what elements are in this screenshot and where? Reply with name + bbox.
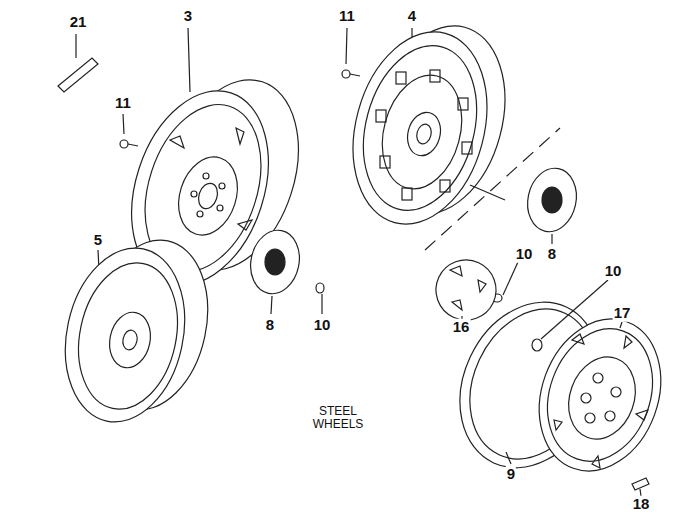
valve-stem [632,478,649,496]
callout-number: 9 [506,466,516,483]
callout-number: 5 [93,232,103,249]
callout-number: 10 [313,317,332,334]
callout-number: 16 [452,319,471,336]
callout-number: 11 [114,95,132,112]
wheel-4 [333,11,525,239]
caption-note: STEEL WHEELS [305,405,371,431]
callout-number: 10 [604,263,623,280]
callout-number: 10 [515,246,534,263]
callout-number: 3 [183,8,193,25]
callout-number: 8 [265,317,275,334]
callout-number: 18 [632,496,651,513]
callout-number: 17 [613,305,632,322]
hubcap [245,164,582,314]
wheel-cover [519,302,681,488]
callout-number: 8 [547,246,557,263]
center-cap [428,252,505,329]
callout-number: 11 [338,8,356,25]
balance-weight [58,34,98,92]
callout-number: 21 [69,14,88,31]
callout-number: 4 [407,8,417,25]
wheel-5 [50,229,223,433]
